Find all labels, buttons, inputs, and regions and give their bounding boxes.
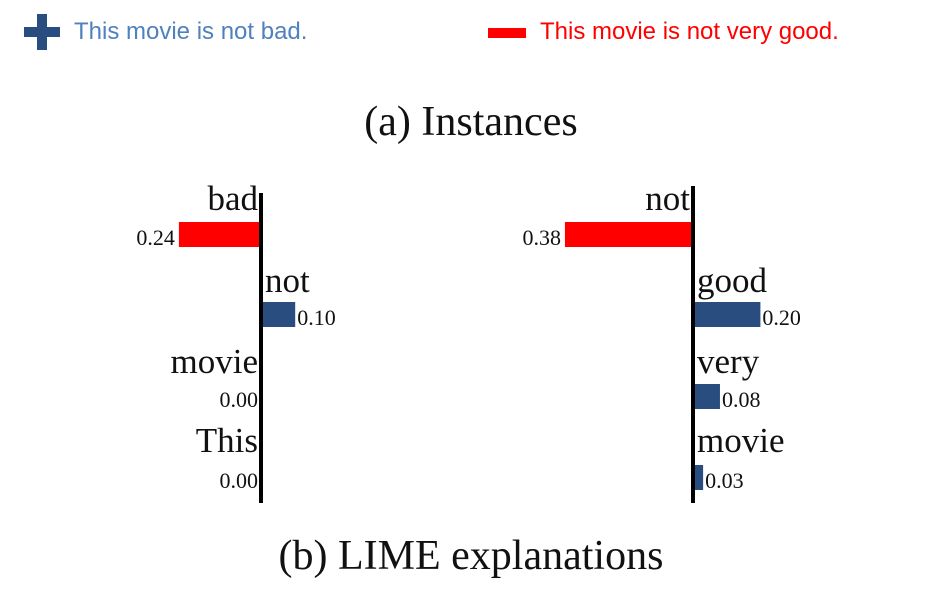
bar-bad [178, 222, 261, 247]
feature-value: 0.00 [220, 468, 259, 493]
feature-word: not [265, 261, 310, 300]
feature-word: movie [697, 421, 784, 460]
bar-good [693, 302, 761, 327]
feature-word: not [645, 179, 690, 218]
legend-label-positive: This movie is not bad. [74, 18, 308, 45]
bar-very [693, 384, 720, 409]
feature-word: This [196, 421, 258, 460]
feature-value: 0.03 [705, 468, 744, 493]
feature-value: 0.00 [220, 387, 259, 412]
caption-instances: (a) Instances [364, 99, 578, 145]
feature-value: 0.20 [762, 305, 801, 330]
bar-not [564, 222, 693, 247]
feature-word: movie [171, 342, 258, 381]
caption-explanations: (b) LIME explanations [278, 533, 664, 579]
legend-item-positive: This movie is not bad. [24, 10, 307, 54]
feature-value: 0.24 [136, 225, 175, 250]
legend-label-negative: This movie is not very good. [540, 18, 839, 45]
plus-icon [24, 14, 60, 50]
feature-value: 0.38 [522, 225, 561, 250]
legend: This movie is not bad. This movie is not… [24, 10, 924, 54]
feature-word: very [697, 342, 760, 381]
feature-value: 0.10 [297, 305, 336, 330]
minus-icon [488, 28, 526, 38]
feature-value: 0.08 [722, 387, 761, 412]
legend-item-negative: This movie is not very good. [486, 10, 839, 54]
feature-word: good [697, 261, 768, 300]
bar-movie [693, 465, 704, 490]
feature-word: bad [207, 179, 258, 218]
bar-not [261, 302, 296, 327]
